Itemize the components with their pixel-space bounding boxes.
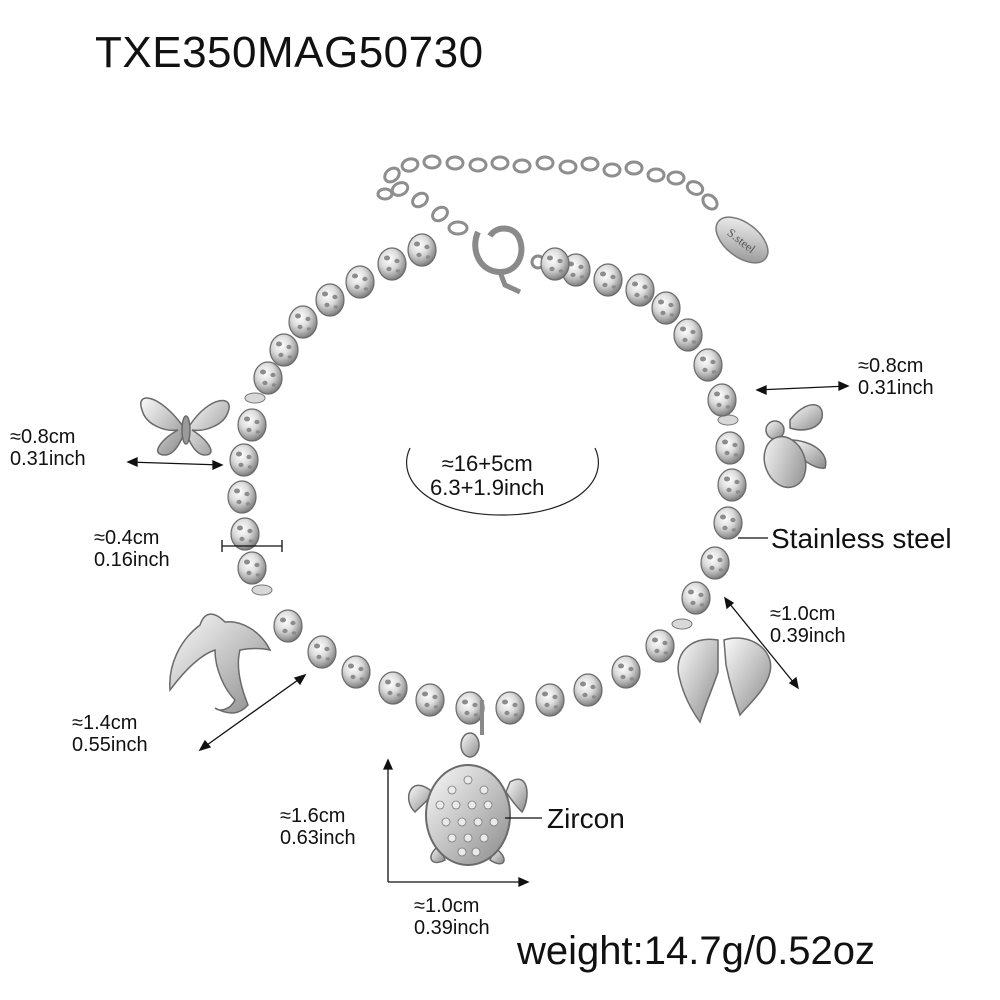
lobster-clasp [472, 225, 546, 295]
turtle-charm [407, 700, 528, 866]
turtle-width-dimension: ≈1.0cm 0.39inch [414, 895, 490, 940]
dimension-lines [126, 380, 850, 888]
length-metric: ≈16+5cm [441, 451, 533, 476]
steel-label: Stainless steel [771, 523, 952, 554]
bee-imperial: 0.31inch [858, 377, 934, 400]
zircon-label: Zircon [547, 803, 625, 834]
turtle-width-imperial: 0.39inch [414, 917, 490, 940]
butterfly-charm [140, 397, 230, 456]
bead-imperial: 0.16inch [94, 549, 170, 572]
length-imperial: 6.3+1.9inch [430, 475, 545, 501]
length-arcs [405, 447, 600, 516]
wings-metric: ≈1.0cm [770, 603, 836, 625]
bee-dimension: ≈0.8cm 0.31inch [858, 355, 934, 400]
bee-metric: ≈0.8cm [858, 355, 924, 377]
wings-dimension: ≈1.0cm 0.39inch [770, 603, 846, 648]
bird-charm [169, 613, 272, 714]
bird-dimension: ≈1.4cm 0.55inch [72, 712, 148, 757]
wings-charm [677, 637, 772, 724]
butterfly-metric: ≈0.8cm [10, 426, 76, 448]
butterfly-imperial: 0.31inch [10, 448, 86, 471]
turtle-width-metric: ≈1.0cm [414, 895, 480, 917]
extension-chain [376, 154, 719, 236]
turtle-height-dimension: ≈1.6cm 0.63inch [280, 805, 356, 850]
steel-tag [715, 216, 769, 264]
bird-metric: ≈1.4cm [72, 712, 138, 734]
bird-imperial: 0.55inch [72, 734, 148, 757]
turtle-height-metric: ≈1.6cm [280, 805, 346, 827]
butterfly-dimension: ≈0.8cm 0.31inch [10, 426, 86, 471]
turtle-height-imperial: 0.63inch [280, 827, 356, 850]
bee-charm [763, 404, 827, 489]
wings-imperial: 0.39inch [770, 625, 846, 648]
length-measure: ≈16+5cm 6.3+1.9inch [430, 451, 545, 501]
bead-dimension: ≈0.4cm 0.16inch [94, 527, 170, 572]
bead-metric: ≈0.4cm [94, 527, 160, 549]
weight-label: weight:14.7g/0.52oz [517, 929, 876, 973]
product-sku: TXE350MAG50730 [95, 28, 484, 77]
